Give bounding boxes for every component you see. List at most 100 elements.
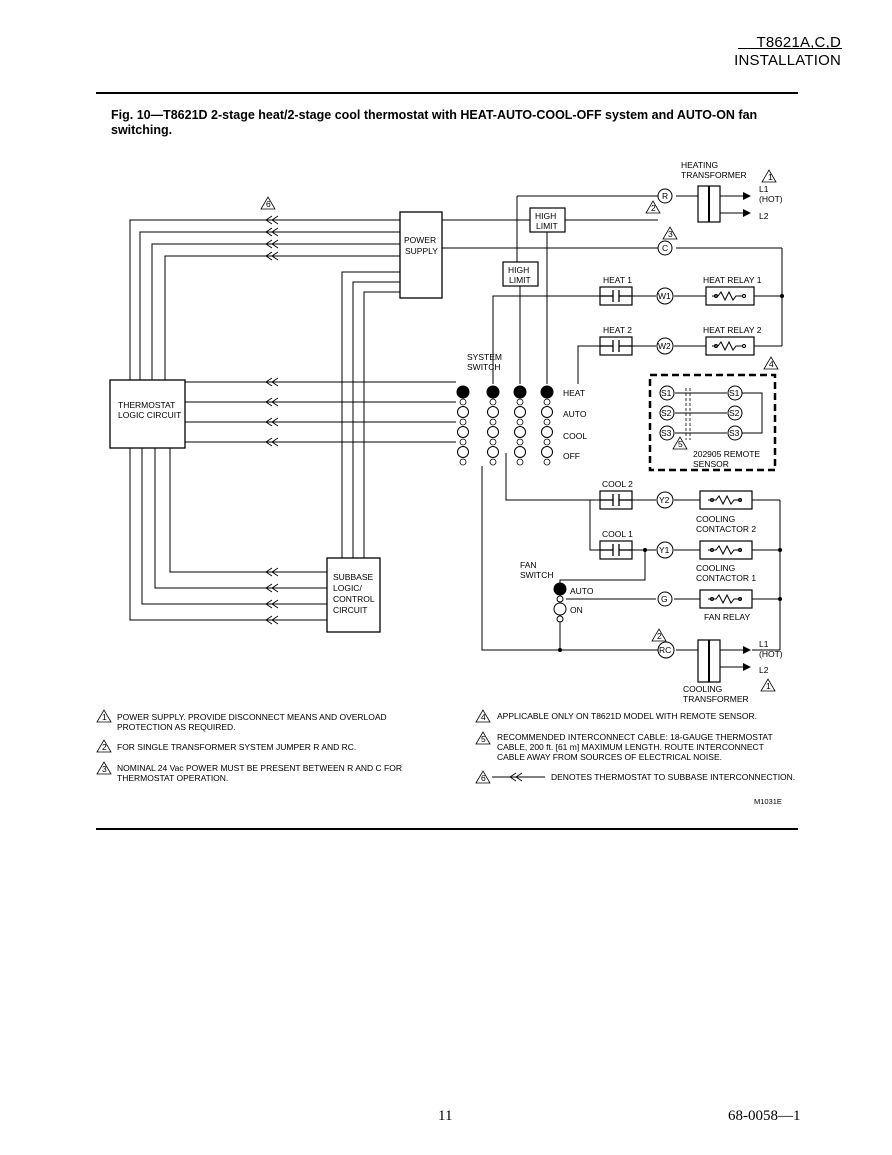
svg-text:2: 2: [651, 203, 656, 213]
svg-text:L2: L2: [759, 665, 769, 675]
thermostat-logic-label-2: LOGIC CIRCUIT: [118, 410, 181, 420]
document-section: INSTALLATION: [734, 52, 841, 69]
svg-text:2: 2: [102, 742, 107, 752]
contact-labels: HEAT 1 HEAT 2 COOL 2 COOL 1: [602, 275, 633, 539]
svg-text:6: 6: [481, 773, 486, 783]
svg-text:FAN: FAN: [520, 560, 537, 570]
subbase-label-1: SUBBASE: [333, 572, 373, 582]
sensor-cable-shield: [685, 388, 691, 440]
svg-text:1: 1: [102, 712, 107, 722]
cooling-transformer: L1 (HOT) L2 COOLING TRANSFORMER: [683, 639, 783, 704]
note-5: RECOMMENDED INTERCONNECT CABLE: 18-GAUGE…: [497, 732, 773, 762]
terminal-s1-left: S1: [661, 388, 672, 398]
note-4: APPLICABLE ONLY ON T8621D MODEL WITH REM…: [497, 711, 757, 721]
subbase-logic-block: SUBBASE LOGIC/ CONTROL CIRCUIT: [326, 557, 381, 633]
svg-text:2: 2: [657, 631, 662, 641]
svg-text:5: 5: [481, 734, 486, 744]
heat-relay-1-label: HEAT RELAY 1: [703, 275, 762, 285]
contact-cool1: COOL 1: [602, 529, 633, 539]
svg-text:1: 1: [768, 172, 773, 182]
terminal-y2: Y2: [659, 495, 670, 505]
thermostat-logic-label-1: THERMOSTAT: [118, 400, 175, 410]
wire-group: [129, 195, 783, 651]
load-labels: HEAT RELAY 1 HEAT RELAY 2 COOLING CONTAC…: [696, 275, 762, 622]
terminal-circles: [656, 188, 743, 659]
bottom-rule: [96, 828, 798, 830]
switch-pos-off: OFF: [563, 451, 580, 461]
contact-cool2: COOL 2: [602, 479, 633, 489]
svg-text:SENSOR: SENSOR: [693, 459, 729, 469]
terminal-w1: W1: [658, 291, 671, 301]
svg-text:3: 3: [668, 229, 673, 239]
fan-switch: FAN SWITCH AUTO ON: [520, 560, 594, 623]
fan-pos-auto: AUTO: [570, 586, 594, 596]
svg-text:L1: L1: [759, 639, 769, 649]
note-marker-numbers: 1 2 3 6 4 5 2 1: [266, 172, 774, 691]
power-supply-block: POWER SUPPLY: [399, 211, 443, 299]
svg-text:L2: L2: [759, 211, 769, 221]
svg-text:HIGH: HIGH: [535, 211, 556, 221]
cooling-contactor-2-label-1: COOLING: [696, 514, 735, 524]
fan-pos-on: ON: [570, 605, 583, 615]
heat-relay-2-label: HEAT RELAY 2: [703, 325, 762, 335]
switch-pos-cool: COOL: [563, 431, 587, 441]
remote-sensor-box: 202905 REMOTE SENSOR: [648, 373, 777, 472]
power-supply-label-2: SUPPLY: [405, 246, 438, 256]
power-supply-label-1: POWER: [404, 235, 436, 245]
svg-text:HEATING: HEATING: [681, 160, 718, 170]
figure-id: M1031E: [754, 797, 782, 806]
svg-text:HIGH: HIGH: [508, 265, 529, 275]
terminal-s3-right: S3: [729, 428, 740, 438]
terminal-w2: W2: [658, 341, 671, 351]
heating-transformer: HEATING TRANSFORMER L1 (HOT) L2: [681, 160, 783, 223]
interconnect-chevrons: [265, 215, 523, 782]
subbase-label-3: CONTROL: [333, 594, 375, 604]
figure-caption: Fig. 10—T8621D 2-stage heat/2-stage cool…: [111, 108, 758, 137]
relay-coils: [699, 286, 755, 609]
switch-pos-heat: HEAT: [563, 388, 585, 398]
note-1: POWER SUPPLY. PROVIDE DISCONNECT MEANS A…: [117, 712, 387, 732]
subbase-label-2: LOGIC/: [333, 583, 362, 593]
note-3: NOMINAL 24 Vac POWER MUST BE PRESENT BET…: [117, 763, 402, 783]
svg-text:(HOT): (HOT): [759, 194, 783, 204]
legend-triangle-numbers: 1 2 3 4 5 6: [102, 712, 486, 783]
terminal-s3-left: S3: [661, 428, 672, 438]
fan-relay-label: FAN RELAY: [704, 612, 750, 622]
high-limit-1: HIGH LIMIT: [529, 207, 566, 233]
note-markers: [260, 169, 779, 692]
page-number: 11: [438, 1108, 453, 1124]
svg-text:5: 5: [678, 439, 683, 449]
terminal-g: G: [661, 594, 668, 604]
thermostat-logic-block: THERMOSTAT LOGIC CIRCUIT: [109, 379, 186, 449]
svg-text:SYSTEM: SYSTEM: [467, 352, 502, 362]
svg-text:3: 3: [102, 764, 107, 774]
terminal-c: C: [662, 243, 668, 253]
top-rule: [96, 92, 798, 94]
terminal-labels: R C W1 W2 Y2 Y1 G RC S1 S2 S3 S1 S2 S3: [658, 191, 740, 655]
system-switch: SYSTEM SWITCH HEAT AUTO COOL OFF: [456, 352, 587, 466]
document-number: 68-0058—1: [728, 1108, 801, 1124]
svg-text:4: 4: [481, 712, 486, 722]
header-divider: [738, 48, 842, 49]
cooling-contactor-1-label-2: CONTACTOR 1: [696, 573, 756, 583]
terminal-rc: RC: [659, 645, 671, 655]
svg-text:TRANSFORMER: TRANSFORMER: [683, 694, 749, 704]
contact-heat1: HEAT 1: [603, 275, 632, 285]
terminal-s2-right: S2: [729, 408, 740, 418]
svg-text:202905 REMOTE: 202905 REMOTE: [693, 449, 760, 459]
svg-text:TRANSFORMER: TRANSFORMER: [681, 170, 747, 180]
document-model: T8621A,C,D: [756, 34, 841, 51]
terminal-s2-left: S2: [661, 408, 672, 418]
svg-text:1: 1: [766, 681, 771, 691]
subbase-label-4: CIRCUIT: [333, 605, 367, 615]
contact-heat2: HEAT 2: [603, 325, 632, 335]
note-2: FOR SINGLE TRANSFORMER SYSTEM JUMPER R A…: [117, 742, 357, 752]
svg-text:(HOT): (HOT): [759, 649, 783, 659]
svg-text:6: 6: [266, 199, 271, 209]
high-limit-2: HIGH LIMIT: [502, 261, 539, 287]
switch-pos-auto: AUTO: [563, 409, 587, 419]
svg-text:LIMIT: LIMIT: [509, 275, 531, 285]
terminal-y1: Y1: [659, 545, 670, 555]
svg-text:L1: L1: [759, 184, 769, 194]
